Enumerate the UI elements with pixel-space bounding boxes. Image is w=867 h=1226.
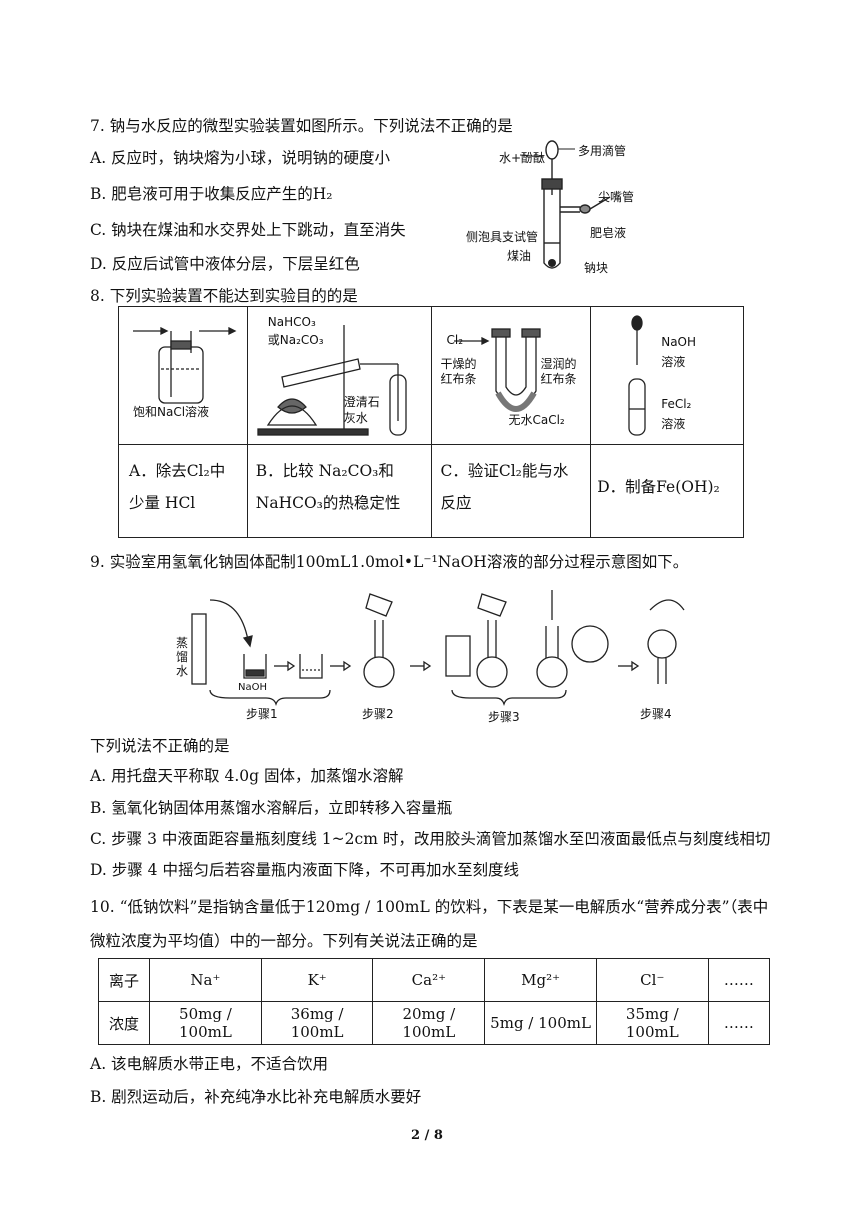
q8-stem: 8. 下列实验装置不能达到实验目的的是	[90, 287, 358, 305]
q10-stem-line2: 微粒浓度为平均值）中的一部分。下列有关说法正确的是	[90, 932, 478, 950]
q8-option-a: A．除去Cl₂中 少量 HCl	[118, 444, 248, 538]
q10-header-conc: 浓度	[97, 1001, 151, 1045]
q10-conc-k: 36mg / 100mL	[260, 1001, 374, 1045]
q8-c-dry-1: 干燥的	[440, 357, 477, 371]
table-row: 浓度 50mg / 100mL 36mg / 100mL 20mg / 100m…	[97, 1001, 771, 1045]
q10-ion-table: 离子 Na⁺ K⁺ Ca²⁺ Mg²⁺ Cl⁻ …… 浓度 50mg / 100…	[97, 958, 771, 1045]
q8-option-c: C．验证Cl₂能与水 反应	[431, 444, 592, 538]
q8-cell-d-figure: NaOH 溶液 FeCl₂ 溶液	[590, 306, 744, 445]
q10-stem-line1: 10. “低钠饮料”是指钠含量低于120mg / 100mL 的饮料，下表是某一…	[90, 898, 769, 916]
q9-option-a: A. 用托盘天平称取 4.0g 固体，加蒸馏水溶解	[90, 767, 404, 785]
heating-apparatus-figure	[257, 325, 407, 436]
q8-option-d-line1: D．制备Fe(OH)₂	[597, 478, 720, 496]
q9-option-d: D. 步骤 4 中摇匀后若容量瓶内液面下降，不可再加水至刻度线	[90, 861, 519, 879]
q8-option-b-line1: B．比较 Na₂CO₃和	[255, 462, 394, 480]
q7-label-dropper: 多用滴管	[578, 144, 627, 158]
q10-conc-more: ……	[707, 1001, 771, 1045]
q8-b-label-4: 灰水	[343, 411, 368, 425]
q8-c-wet-1: 湿润的	[540, 357, 577, 371]
q8-option-c-line2: 反应	[440, 494, 472, 512]
q7-stem: 7. 钠与水反应的微型实验装置如图所示。下列说法不正确的是	[90, 117, 513, 135]
q8-d-fecl2-1: FeCl₂	[661, 397, 692, 411]
q9-label-step4: 步骤4	[640, 707, 672, 721]
q10-option-b: B. 剧烈运动后，补充纯净水比补充电解质水要好	[90, 1088, 422, 1106]
q7-option-c: C. 钠块在煤油和水交界处上下跳动，直至消失	[90, 221, 406, 239]
q7-label-nozzle: 尖嘴管	[598, 190, 635, 204]
q10-option-a: A. 该电解质水带正电，不适合饮用	[90, 1055, 329, 1073]
q9-intro: 下列说法不正确的是	[90, 737, 230, 755]
q10-ion-k: K⁺	[260, 958, 374, 1002]
q8-d-naoh-1: NaOH	[661, 335, 697, 349]
q10-conc-cl: 35mg / 100mL	[595, 1001, 709, 1045]
q9-stem: 9. 实验室用氢氧化钠固体配制100mL1.0mol•L⁻¹NaOH溶液的部分过…	[90, 553, 689, 571]
q9-option-b: B. 氢氧化钠固体用蒸馏水溶解后，立即转移入容量瓶	[90, 799, 453, 817]
q7-label-sodium: 钠块	[584, 261, 609, 275]
q9-label-step3: 步骤3	[488, 710, 520, 724]
q7-label-soap: 肥皂液	[590, 226, 627, 240]
q8-c-cl2: Cl₂	[446, 333, 464, 347]
u-tube-figure	[454, 328, 542, 412]
q8-option-b-line2: NaHCO₃的热稳定性	[255, 494, 401, 512]
q7-apparatus-figure	[519, 140, 611, 269]
q8-option-d: D．制备Fe(OH)₂	[590, 444, 744, 538]
q8-c-cacl2: 无水CaCl₂	[508, 413, 565, 427]
q8-c-wet-2: 红布条	[540, 372, 577, 386]
q9-option-c: C. 步骤 3 中液面距容量瓶刻度线 1~2cm 时，改用胶头滴管加蒸馏水至凹液…	[90, 830, 771, 848]
q8-cell-c-figure: Cl₂ 干燥的 红布条 湿润的 红布条 无水CaCl₂	[431, 306, 592, 445]
q8-b-label-3: 澄清石	[343, 395, 380, 409]
q8-c-dry-2: 红布条	[440, 372, 477, 386]
q8-option-b: B．比较 Na₂CO₃和 NaHCO₃的热稳定性	[246, 444, 433, 538]
q8-option-c-line1: C．验证Cl₂能与水	[440, 462, 569, 480]
q8-option-a-line1: A．除去Cl₂中	[129, 462, 226, 480]
q8-d-fecl2-2: 溶液	[661, 417, 686, 431]
q10-ion-more: ……	[707, 958, 771, 1002]
q10-ion-mg: Mg²⁺	[484, 958, 597, 1002]
q10-conc-na: 50mg / 100mL	[149, 1001, 262, 1045]
q9-label-step1: 步骤1	[246, 707, 278, 721]
dropper-testtube-figure	[628, 315, 646, 436]
q8-b-label-1: NaHCO₃	[267, 315, 316, 329]
q9-label-naoh: NaOH	[238, 682, 267, 693]
q7-label-kerosene: 煤油	[507, 249, 532, 263]
q8-d-naoh-2: 溶液	[661, 355, 686, 369]
q7-label-tube: 侧泡具支试管	[466, 230, 539, 244]
page-number: 2 / 8	[411, 1128, 443, 1143]
q8-option-a-line2: 少量 HCl	[129, 494, 196, 512]
q7-label-water: 水+酚酞	[499, 151, 546, 165]
q10-ion-ca: Ca²⁺	[372, 958, 486, 1002]
q8-apparatus-table: 饱和NaCl溶液 NaHCO₃ 或Na₂CO₃ 澄清石 灰水	[118, 306, 744, 538]
q7-option-d: D. 反应后试管中液体分层，下层呈红色	[90, 255, 360, 273]
q10-conc-mg: 5mg / 100mL	[484, 1001, 597, 1045]
q10-conc-ca: 20mg / 100mL	[372, 1001, 486, 1045]
q9-label-water: 蒸馏水	[176, 636, 189, 678]
q9-procedure-figure	[191, 590, 685, 707]
q8-b-label-2: 或Na₂CO₃	[267, 333, 324, 347]
q8-cell-a-figure: 饱和NaCl溶液	[118, 306, 248, 445]
q10-ion-na: Na⁺	[149, 958, 262, 1002]
gas-washing-bottle-figure	[133, 326, 237, 404]
q8-a-fig-label: 饱和NaCl溶液	[133, 405, 210, 419]
q7-option-b: B. 肥皂液可用于收集反应产生的H₂	[90, 185, 333, 203]
q8-cell-b-figure: NaHCO₃ 或Na₂CO₃ 澄清石 灰水	[246, 306, 433, 445]
q10-header-ion: 离子	[97, 958, 151, 1002]
q7-option-a: A. 反应时，钠块熔为小球，说明钠的硬度小	[90, 149, 391, 167]
q9-label-step2: 步骤2	[362, 707, 394, 721]
table-row: 离子 Na⁺ K⁺ Ca²⁺ Mg²⁺ Cl⁻ ……	[97, 958, 771, 1002]
q10-ion-cl: Cl⁻	[595, 958, 709, 1002]
